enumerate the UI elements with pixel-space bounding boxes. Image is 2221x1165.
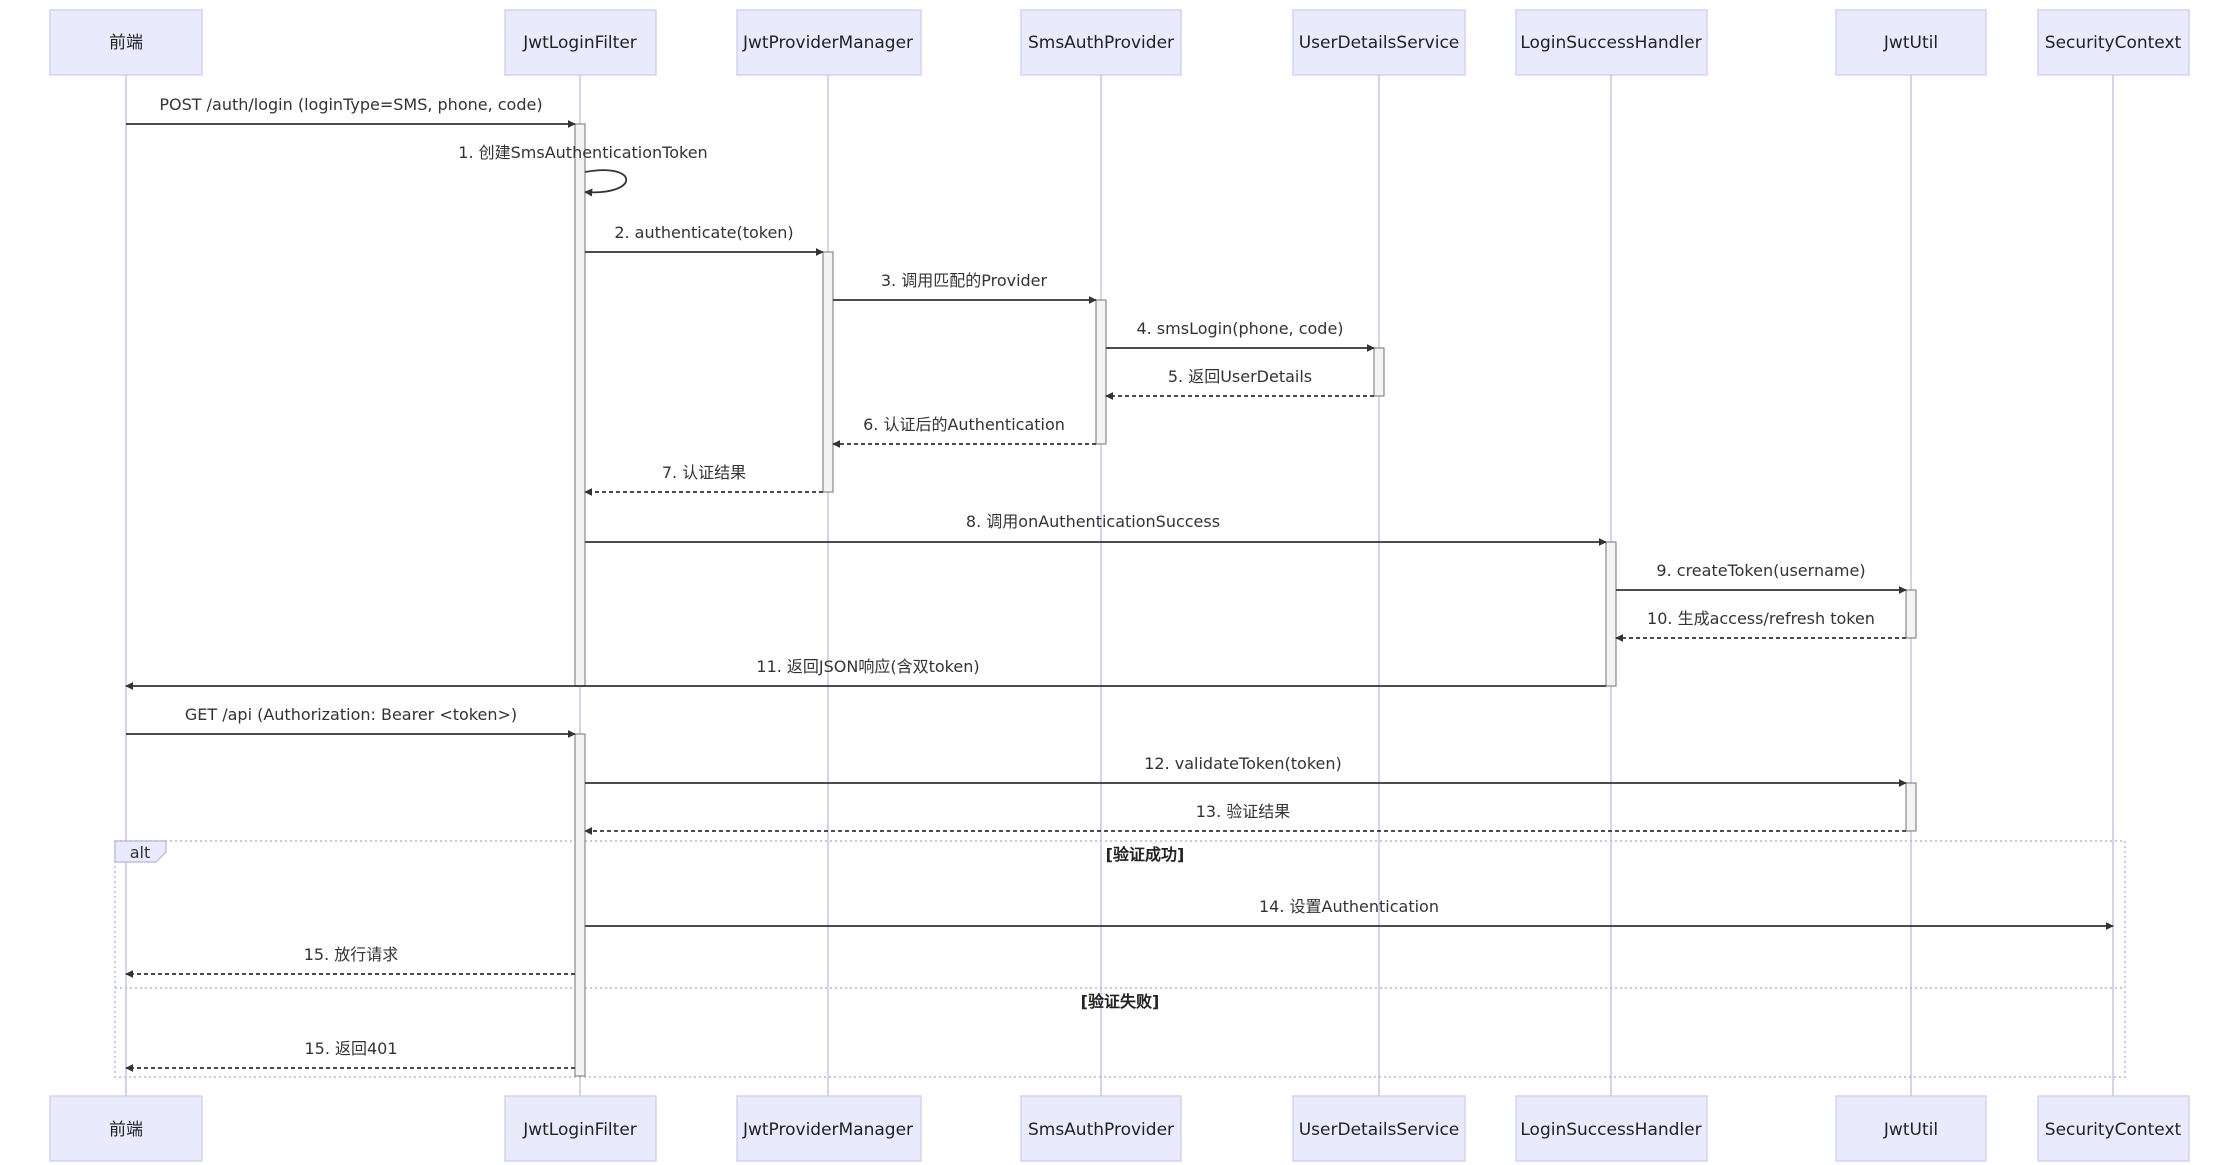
message-label: 15. 放行请求	[304, 945, 399, 964]
participant-box	[1292, 9, 1466, 76]
message-label: 9. createToken(username)	[1656, 561, 1865, 580]
participant-label: JwtUtil	[1883, 1120, 1938, 1140]
participant-label: SecurityContext	[2045, 33, 2182, 53]
participant-box	[1835, 1095, 1987, 1162]
message-label: 14. 设置Authentication	[1259, 897, 1439, 916]
alt-keyword-label: alt	[130, 843, 151, 862]
participants-top: 前端 JwtLoginFilter JwtProviderManager Sms…	[49, 9, 2190, 76]
participant-box	[1020, 1095, 1182, 1162]
message-label: 11. 返回JSON响应(含双token)	[756, 657, 979, 676]
message-label: 4. smsLogin(phone, code)	[1136, 319, 1343, 338]
activation-jwt-provider-manager	[822, 251, 834, 493]
participant-label: JwtLoginFilter	[522, 33, 637, 53]
participant-label: UserDetailsService	[1299, 1120, 1460, 1140]
participant-box	[504, 1095, 657, 1162]
messages: POST /auth/login (loginType=SMS, phone, …	[125, 95, 2114, 1072]
participant-box	[1020, 9, 1182, 76]
message-label: GET /api (Authorization: Bearer <token>)	[185, 705, 517, 724]
self-message-arrow	[584, 169, 627, 197]
participant-label: 前端	[109, 33, 143, 53]
activation-sms-auth-provider	[1095, 299, 1107, 445]
message-label: 8. 调用onAuthenticationSuccess	[966, 512, 1220, 531]
participant-label: SmsAuthProvider	[1028, 1120, 1174, 1140]
participant-box	[49, 9, 203, 76]
participant-label: JwtProviderManager	[742, 1120, 913, 1140]
participant-box	[736, 1095, 922, 1162]
participant-box	[2037, 9, 2190, 76]
alt-frame	[114, 840, 2126, 1078]
participant-label: UserDetailsService	[1299, 33, 1460, 53]
activation-jwt-util-validate	[1905, 782, 1917, 832]
participant-label: SecurityContext	[2045, 1120, 2182, 1140]
activations	[574, 123, 1917, 1077]
activation-user-details-service	[1373, 347, 1385, 397]
alt-condition-failure: [验证失败]	[1081, 992, 1160, 1011]
participant-label: SmsAuthProvider	[1028, 33, 1174, 53]
participants-bottom: 前端 JwtLoginFilter JwtProviderManager Sms…	[49, 1095, 2190, 1162]
participant-label: JwtUtil	[1883, 33, 1938, 53]
message-label: 12. validateToken(token)	[1144, 754, 1342, 773]
participant-label: JwtLoginFilter	[522, 1120, 637, 1140]
participant-box	[49, 1095, 203, 1162]
message-label: 3. 调用匹配的Provider	[881, 271, 1048, 290]
participant-box	[1515, 9, 1708, 76]
participant-label: LoginSuccessHandler	[1520, 1120, 1701, 1140]
message-label: 5. 返回UserDetails	[1168, 367, 1312, 386]
alt-keyword-tab	[114, 840, 167, 863]
participant-box	[504, 9, 657, 76]
participant-box	[736, 9, 922, 76]
participant-label: JwtProviderManager	[742, 33, 913, 53]
message-label: 10. 生成access/refresh token	[1647, 609, 1875, 628]
message-label: 15. 返回401	[304, 1039, 397, 1058]
participant-box	[1292, 1095, 1466, 1162]
message-label: 1. 创建SmsAuthenticationToken	[458, 143, 707, 162]
message-label: 7. 认证结果	[662, 463, 746, 482]
participant-label: 前端	[109, 1120, 143, 1140]
message-label: 6. 认证后的Authentication	[863, 415, 1065, 434]
alt-fragment: alt [验证成功] [验证失败]	[114, 840, 2126, 1078]
activation-jwt-login-filter-login	[574, 123, 586, 687]
activation-login-success-handler	[1605, 541, 1617, 687]
activation-jwt-util-create	[1905, 589, 1917, 639]
participant-label: LoginSuccessHandler	[1520, 33, 1701, 53]
participant-box	[1515, 1095, 1708, 1162]
message-label: POST /auth/login (loginType=SMS, phone, …	[159, 95, 542, 114]
message-label: 13. 验证结果	[1196, 802, 1291, 821]
lifelines	[125, 75, 2114, 1096]
alt-condition-success: [验证成功]	[1106, 845, 1185, 864]
participant-box	[1835, 9, 1987, 76]
participant-box	[2037, 1095, 2190, 1162]
message-label: 2. authenticate(token)	[614, 223, 793, 242]
activation-jwt-login-filter-api	[574, 733, 586, 1077]
